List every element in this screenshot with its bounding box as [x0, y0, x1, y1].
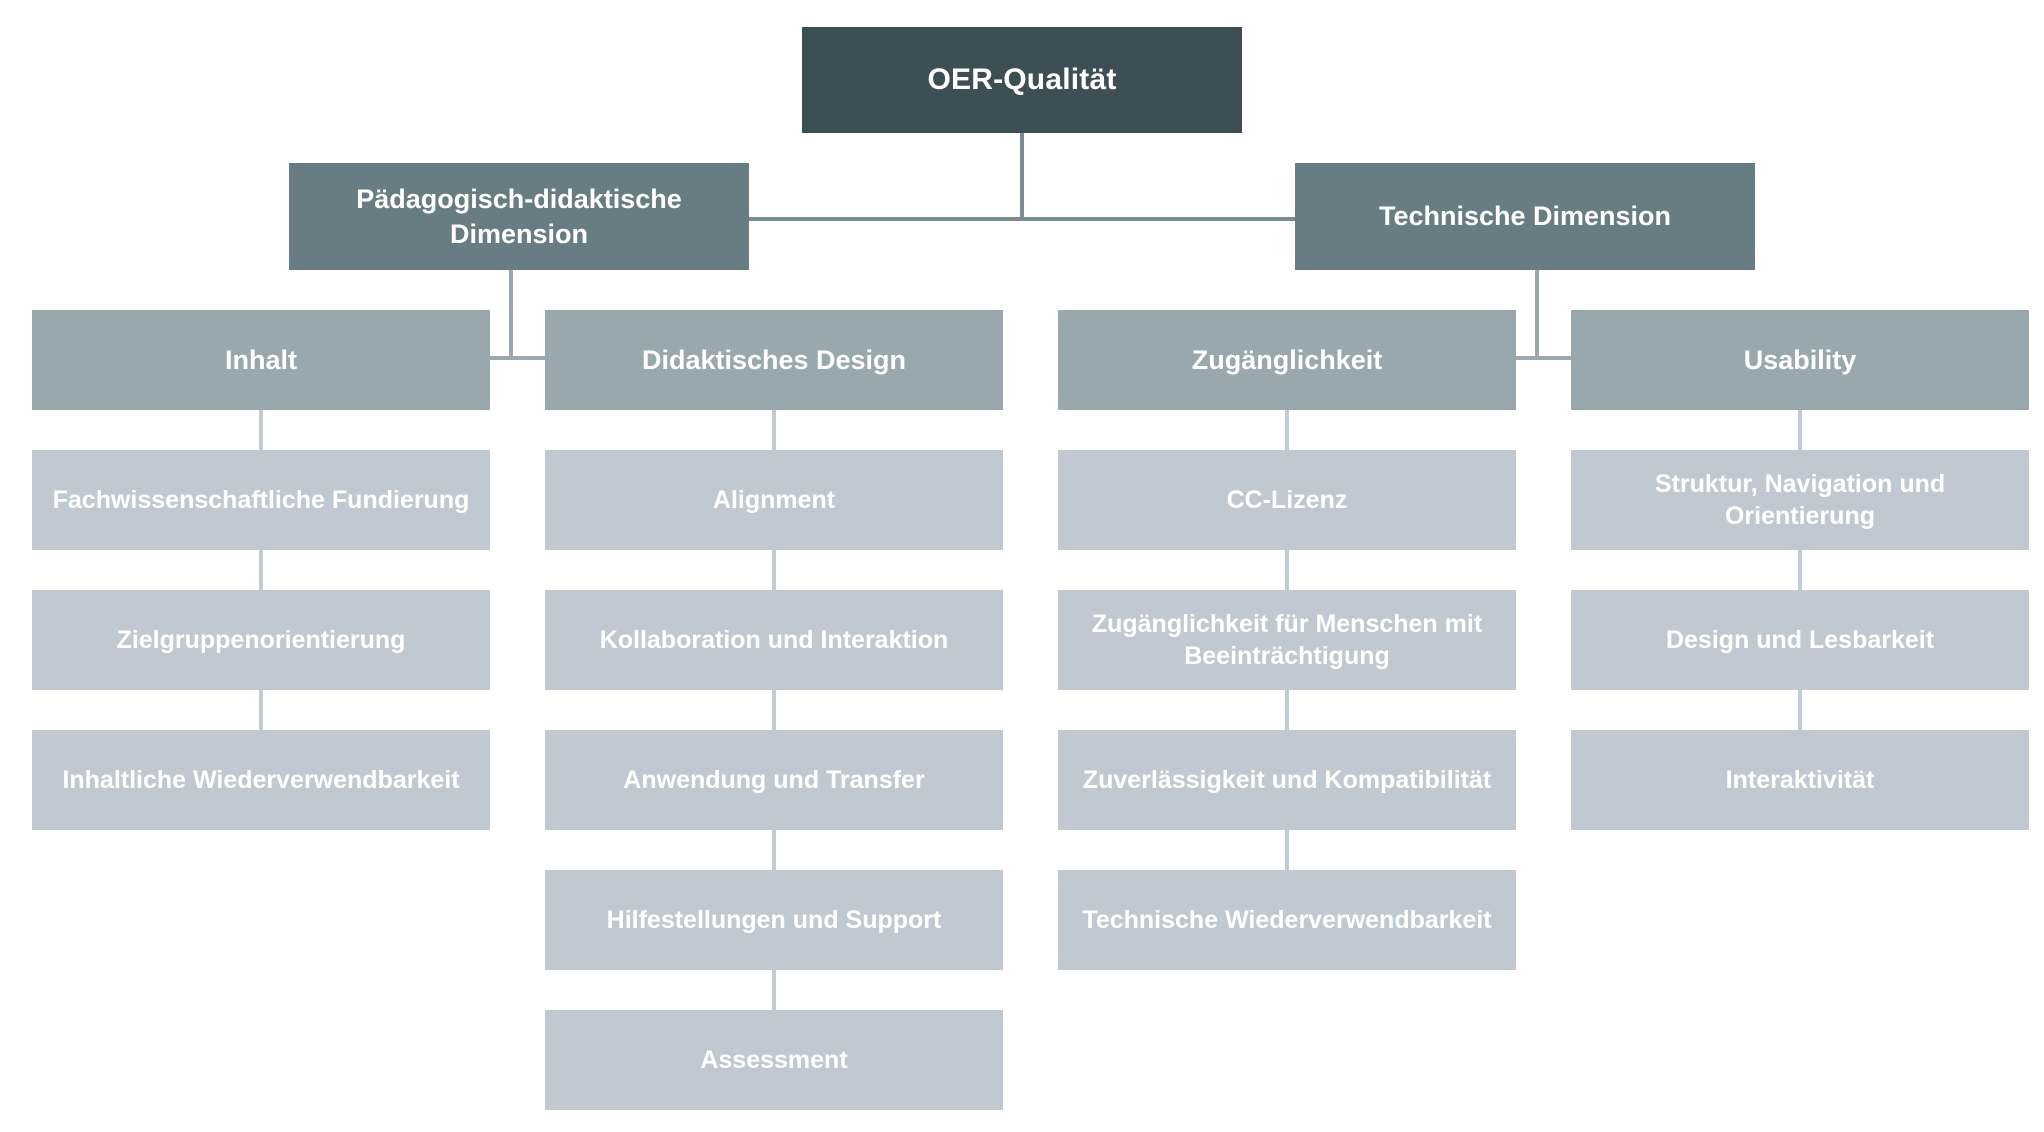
node-criterion-usability-3-label: Interaktivität — [1725, 766, 1875, 794]
node-category-inhalt-label: Inhalt — [225, 344, 297, 375]
node-criterion-didaktik-5[interactable]: Assessment — [545, 1010, 1003, 1110]
node-category-inhalt[interactable]: Inhalt — [32, 310, 490, 410]
node-criterion-didaktik-3[interactable]: Anwendung und Transfer — [545, 730, 1003, 830]
node-criterion-inhalt-2-label: Zielgruppenorientierung — [116, 626, 406, 654]
node-criterion-zugang-4[interactable]: Technische Wiederverwendbarkeit — [1058, 870, 1516, 970]
node-criterion-zugang-3[interactable]: Zuverlässigkeit und Kompatibilität — [1058, 730, 1516, 830]
node-root-label: OER-Qualität — [927, 62, 1117, 96]
connector-category-bus-right — [1514, 356, 1574, 360]
connector-dimension-bus — [739, 217, 1305, 221]
node-criterion-zugang-2[interactable]: Zugänglichkeit für Menschen mit Beeinträ… — [1058, 590, 1516, 690]
node-criterion-zugang-3-label: Zuverlässigkeit und Kompatibilität — [1082, 766, 1492, 794]
node-criterion-usability-2[interactable]: Design und Lesbarkeit — [1571, 590, 2029, 690]
connector-category-bus-left — [488, 356, 548, 360]
node-criterion-usability-2-label: Design und Lesbarkeit — [1665, 626, 1935, 654]
node-dimension-technisch-label: Technische Dimension — [1378, 201, 1672, 232]
node-criterion-zugang-4-label: Technische Wiederverwendbarkeit — [1082, 906, 1492, 934]
node-criterion-zugang-1-label: CC-Lizenz — [1226, 486, 1348, 514]
node-criterion-usability-1[interactable]: Struktur, Navigation und Orientierung — [1571, 450, 2029, 550]
node-criterion-didaktik-4[interactable]: Hilfestellungen und Support — [545, 870, 1003, 970]
node-criterion-didaktik-4-label: Hilfestellungen und Support — [606, 906, 942, 934]
node-dimension-paedagogisch[interactable]: Pädagogisch-didaktische Dimension — [289, 163, 749, 270]
node-category-zugaenglichkeit[interactable]: Zugänglichkeit — [1058, 310, 1516, 410]
node-dimension-technisch[interactable]: Technische Dimension — [1295, 163, 1755, 270]
node-criterion-zugang-1[interactable]: CC-Lizenz — [1058, 450, 1516, 550]
node-criterion-inhalt-3-label: Inhaltliche Wiederverwendbarkeit — [62, 766, 460, 794]
node-criterion-didaktik-2-label: Kollaboration und Interaktion — [599, 626, 949, 654]
node-category-didaktisches-design-label: Didaktisches Design — [641, 344, 907, 375]
node-criterion-inhalt-2[interactable]: Zielgruppenorientierung — [32, 590, 490, 690]
node-criterion-didaktik-1-label: Alignment — [712, 486, 836, 514]
node-criterion-zugang-2-label: Zugänglichkeit für Menschen mit Beeinträ… — [1091, 610, 1483, 670]
node-category-usability[interactable]: Usability — [1571, 310, 2029, 410]
node-criterion-didaktik-5-label: Assessment — [700, 1046, 848, 1074]
node-criterion-didaktik-1[interactable]: Alignment — [545, 450, 1003, 550]
node-criterion-didaktik-3-label: Anwendung und Transfer — [623, 766, 925, 794]
connector-dimension-1-stem — [509, 270, 513, 360]
node-dimension-paedagogisch-label: Pädagogisch-didaktische Dimension — [356, 183, 682, 249]
node-criterion-usability-3[interactable]: Interaktivität — [1571, 730, 2029, 830]
connector-dimension-2-stem — [1535, 270, 1539, 360]
node-root[interactable]: OER-Qualität — [802, 27, 1242, 133]
node-category-zugaenglichkeit-label: Zugänglichkeit — [1191, 344, 1383, 375]
node-criterion-inhalt-3[interactable]: Inhaltliche Wiederverwendbarkeit — [32, 730, 490, 830]
connector-root-stem — [1020, 133, 1024, 219]
node-criterion-didaktik-2[interactable]: Kollaboration und Interaktion — [545, 590, 1003, 690]
node-criterion-inhalt-1-label: Fachwissenschaftliche Fundierung — [52, 486, 470, 514]
node-category-usability-label: Usability — [1743, 344, 1857, 375]
node-category-didaktisches-design[interactable]: Didaktisches Design — [545, 310, 1003, 410]
node-criterion-inhalt-1[interactable]: Fachwissenschaftliche Fundierung — [32, 450, 490, 550]
node-criterion-usability-1-label: Struktur, Navigation und Orientierung — [1654, 470, 1946, 530]
